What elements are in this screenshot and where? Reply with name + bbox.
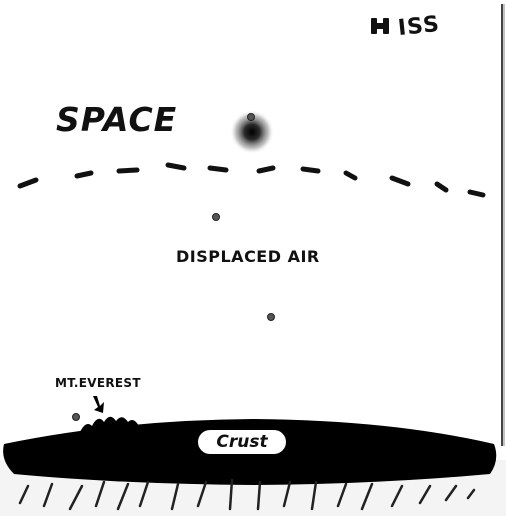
satellite-icon [371,18,389,34]
iss-label: ISS [396,11,442,42]
mt-everest-label: MT.EVEREST [55,376,141,390]
atmosphere-boundary [17,162,486,198]
mantle-streaks [18,478,476,511]
crust-label: Crust [198,430,286,454]
blurred-sphere-icon [230,110,274,154]
displaced-air-label: DISPLACED AIR [176,247,320,266]
star-marker-icon [72,113,275,421]
mountain-range [80,416,140,436]
down-arrow-icon [93,396,104,413]
space-label: SPACE [56,100,178,139]
